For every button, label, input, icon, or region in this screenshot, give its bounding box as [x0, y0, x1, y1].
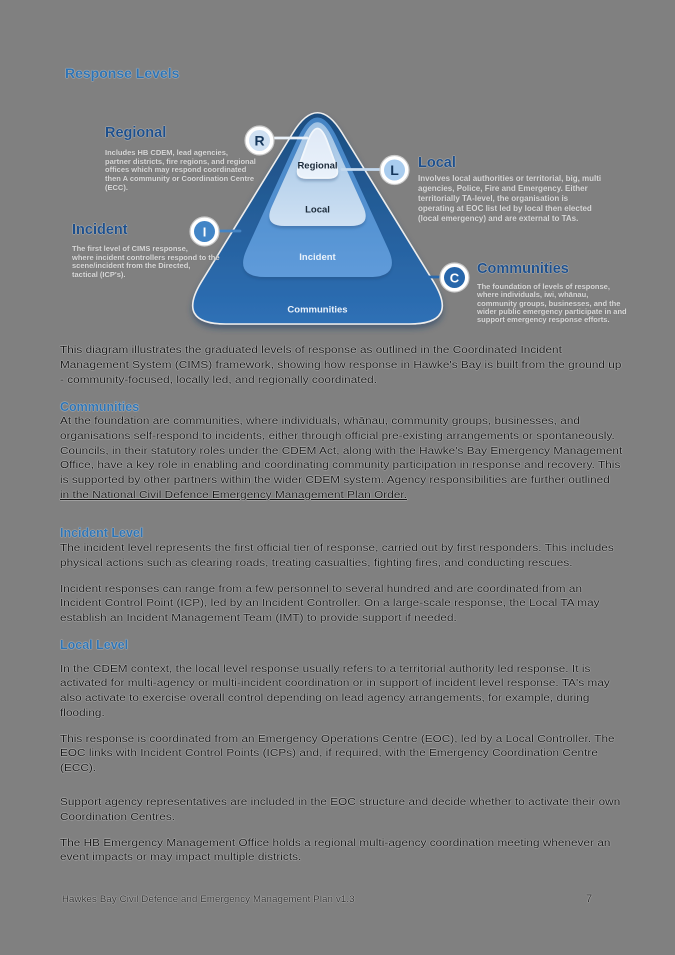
- svg-text:R: R: [254, 133, 264, 149]
- svg-text:Communities: Communities: [287, 305, 347, 316]
- svg-text:L: L: [390, 162, 399, 178]
- svg-text:I: I: [203, 225, 207, 240]
- svg-text:Incident: Incident: [299, 252, 336, 263]
- svg-text:Local: Local: [305, 205, 330, 216]
- svg-text:Regional: Regional: [297, 161, 337, 172]
- svg-text:C: C: [450, 271, 460, 286]
